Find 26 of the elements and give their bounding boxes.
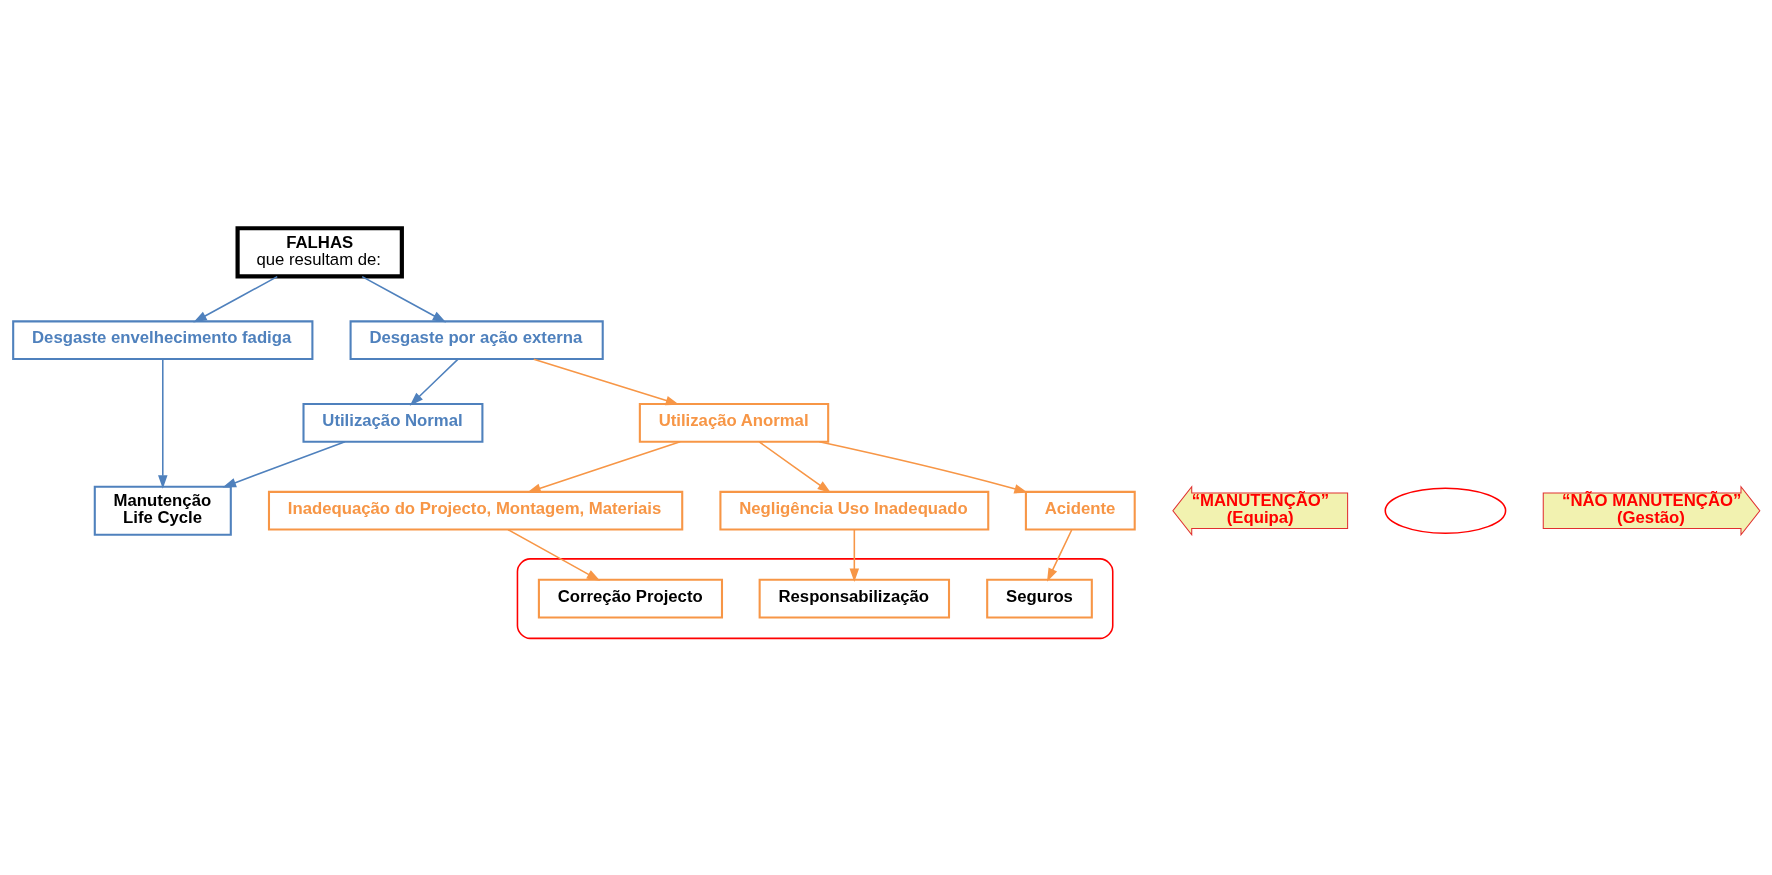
arrow	[409, 358, 459, 406]
node-box: Inadequação do Projecto, Montagem, Materiais	[267, 490, 683, 531]
node-box: Correção Projecto	[537, 578, 723, 619]
node-box: Seguros	[985, 578, 1093, 619]
arrow	[532, 358, 679, 406]
node-box: Utilização Anormal	[638, 402, 829, 443]
arrow	[849, 529, 859, 583]
node-box: Responsabilização	[758, 578, 950, 619]
arrow	[506, 528, 600, 581]
arrow	[360, 275, 446, 323]
node-ellipse	[1384, 487, 1506, 534]
node-box: FALHAS que resultam de:	[235, 226, 404, 279]
arrow	[526, 441, 681, 493]
arrow	[818, 440, 1028, 494]
node-box: Acidente	[1024, 490, 1136, 531]
arrow	[192, 275, 278, 323]
cluster	[516, 558, 1114, 640]
arrow	[757, 441, 831, 494]
node-box: Desgaste por ação externa	[349, 320, 604, 361]
node-box: Negligência Uso Inadequado	[718, 490, 989, 531]
node-box: Utilização Normal	[301, 402, 483, 443]
arrow	[157, 358, 168, 489]
node-box: Manutenção Life Cycle	[93, 485, 232, 536]
arrow	[222, 441, 346, 488]
node-box: Desgaste envelhecimento fadiga	[11, 320, 313, 361]
arrow	[1046, 529, 1072, 582]
